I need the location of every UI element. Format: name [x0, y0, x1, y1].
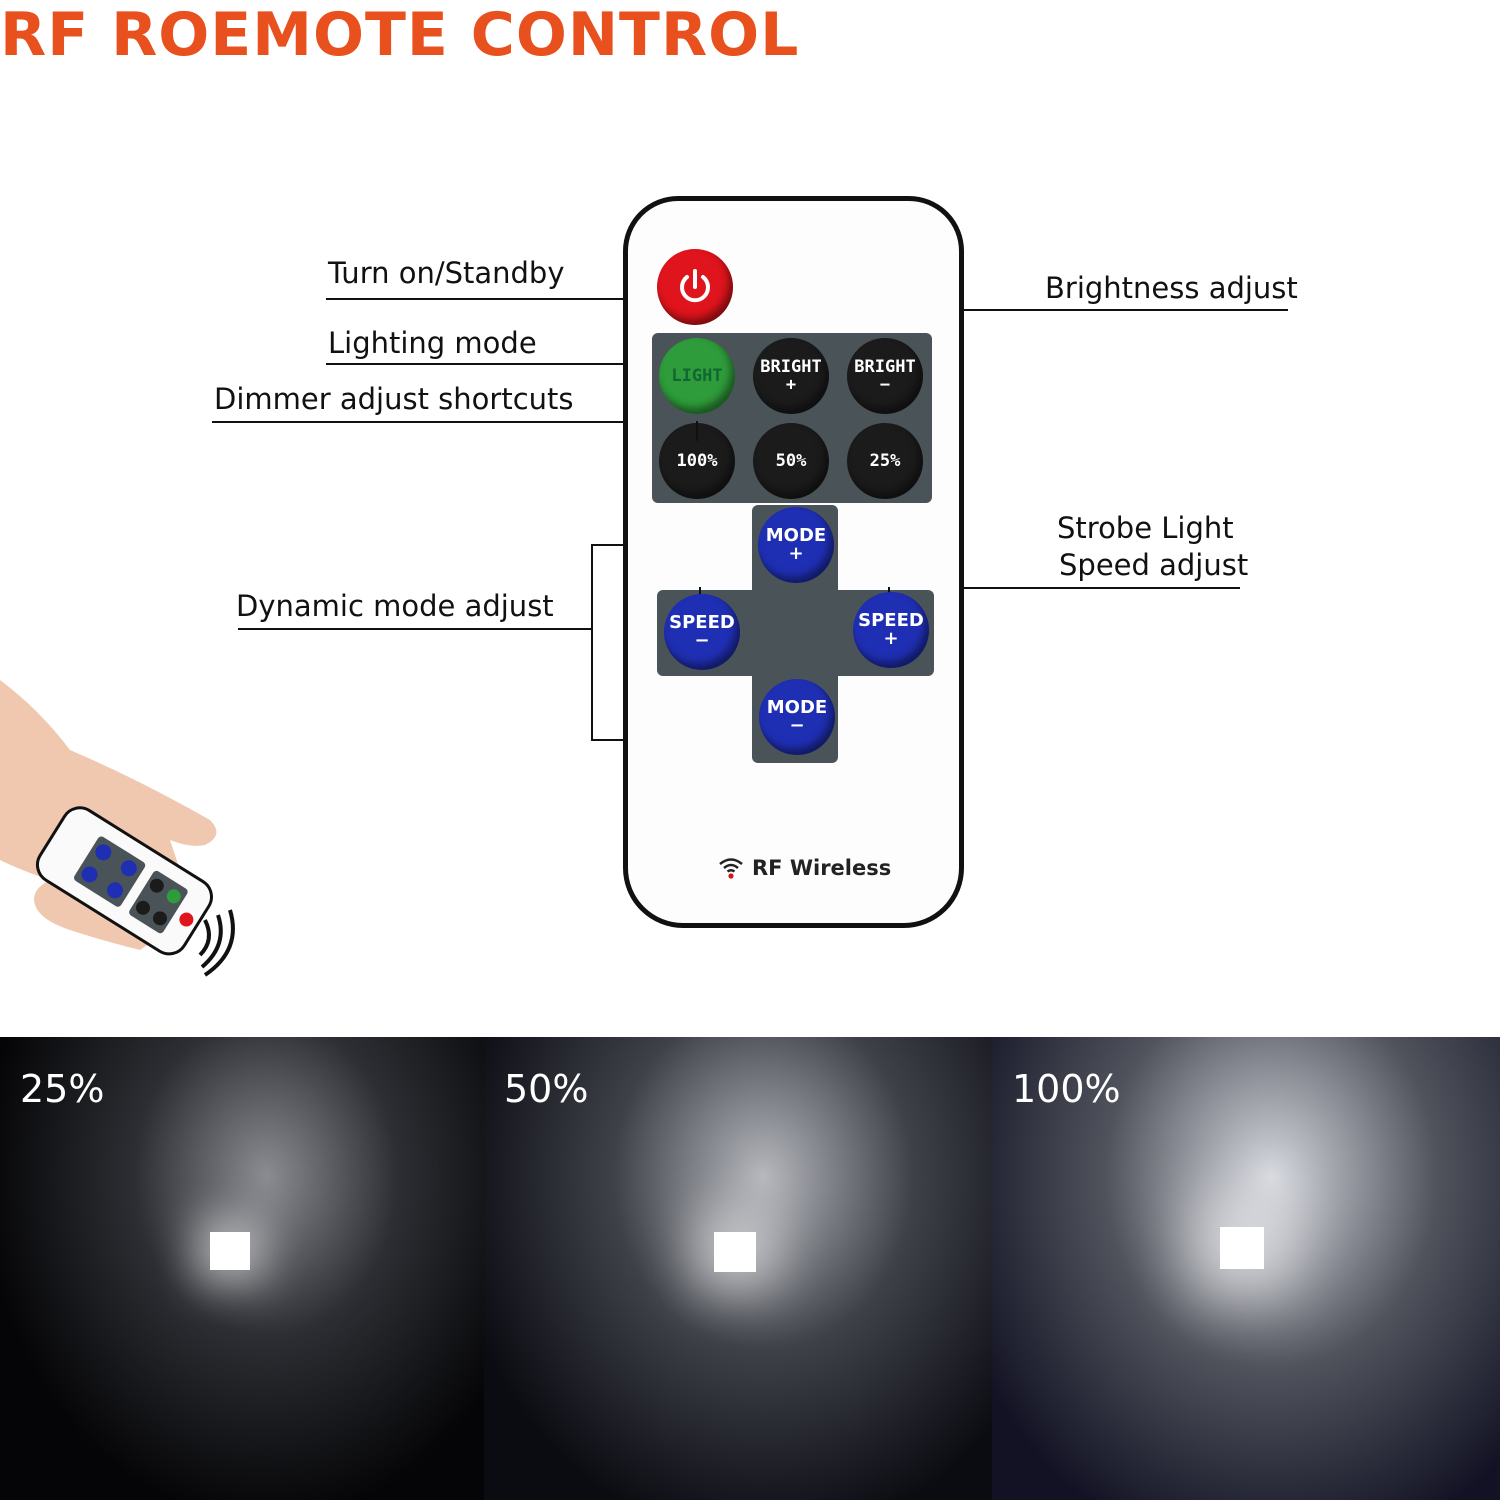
work-light: [1220, 1227, 1264, 1269]
speed-plus-button[interactable]: SPEED+: [853, 592, 929, 668]
callout-lighting: Lighting mode: [328, 326, 537, 360]
button-sign: −: [879, 375, 891, 395]
bright-minus-button[interactable]: BRIGHT−: [847, 338, 923, 414]
button-label: 25%: [869, 451, 901, 471]
callout-brightness: Brightness adjust: [1045, 271, 1298, 305]
button-label: SPEED: [858, 610, 924, 631]
button-sign: −: [694, 630, 710, 651]
callout-line: [212, 421, 910, 423]
button-sign: +: [788, 543, 804, 564]
brightness-50-button[interactable]: 50%: [753, 423, 829, 499]
photo-50-percent: 50%: [484, 1037, 992, 1500]
button-sign: −: [789, 715, 805, 736]
callout-bracket: [591, 544, 593, 741]
work-light: [210, 1232, 250, 1270]
bright-plus-button[interactable]: BRIGHT+: [753, 338, 829, 414]
callout-line: [326, 298, 688, 300]
callout-tick: [696, 421, 698, 441]
brightness-label: 100%: [1012, 1067, 1121, 1111]
power-icon: [680, 269, 710, 303]
brightness-label: 50%: [504, 1067, 589, 1111]
mode-minus-button[interactable]: MODE−: [759, 679, 835, 755]
callout-line: [238, 628, 592, 630]
hand-holding-remote-illustration: [0, 680, 235, 977]
callout-power: Turn on/Standby: [328, 256, 565, 290]
button-label: BRIGHT: [760, 357, 822, 377]
button-label: MODE: [765, 525, 827, 546]
page-title: RF ROEMOTE CONTROL: [0, 0, 800, 70]
work-light: [714, 1232, 756, 1272]
callout-line: [764, 309, 1288, 311]
callout-strobe-1: Strobe Light: [1057, 511, 1234, 545]
callout-dimmer: Dimmer adjust shortcuts: [214, 382, 574, 416]
speed-minus-button[interactable]: SPEED−: [664, 594, 740, 670]
callout-strobe-2: Speed adjust: [1059, 548, 1249, 582]
rf-wireless-label: RF Wireless: [752, 856, 892, 880]
button-sign: +: [785, 375, 797, 395]
light-button[interactable]: LIGHT: [659, 338, 735, 414]
button-sign: +: [883, 628, 899, 649]
photo-100-percent: 100%: [992, 1037, 1500, 1500]
photo-25-percent: 25%: [0, 1037, 484, 1500]
button-label: SPEED: [669, 612, 735, 633]
button-label: 100%: [676, 451, 718, 471]
power-button[interactable]: [657, 249, 733, 325]
brightness-25-button[interactable]: 25%: [847, 423, 923, 499]
button-label: BRIGHT: [854, 357, 916, 377]
callout-line: [326, 363, 692, 365]
button-label: MODE: [766, 697, 828, 718]
brightness-label: 25%: [20, 1067, 105, 1111]
callout-dynamic: Dynamic mode adjust: [236, 589, 554, 623]
wifi-icon: [719, 858, 743, 879]
button-label: 50%: [775, 451, 807, 471]
remote-footer: RF Wireless: [718, 856, 891, 880]
button-label: LIGHT: [671, 366, 723, 386]
mode-plus-button[interactable]: MODE+: [758, 507, 834, 583]
